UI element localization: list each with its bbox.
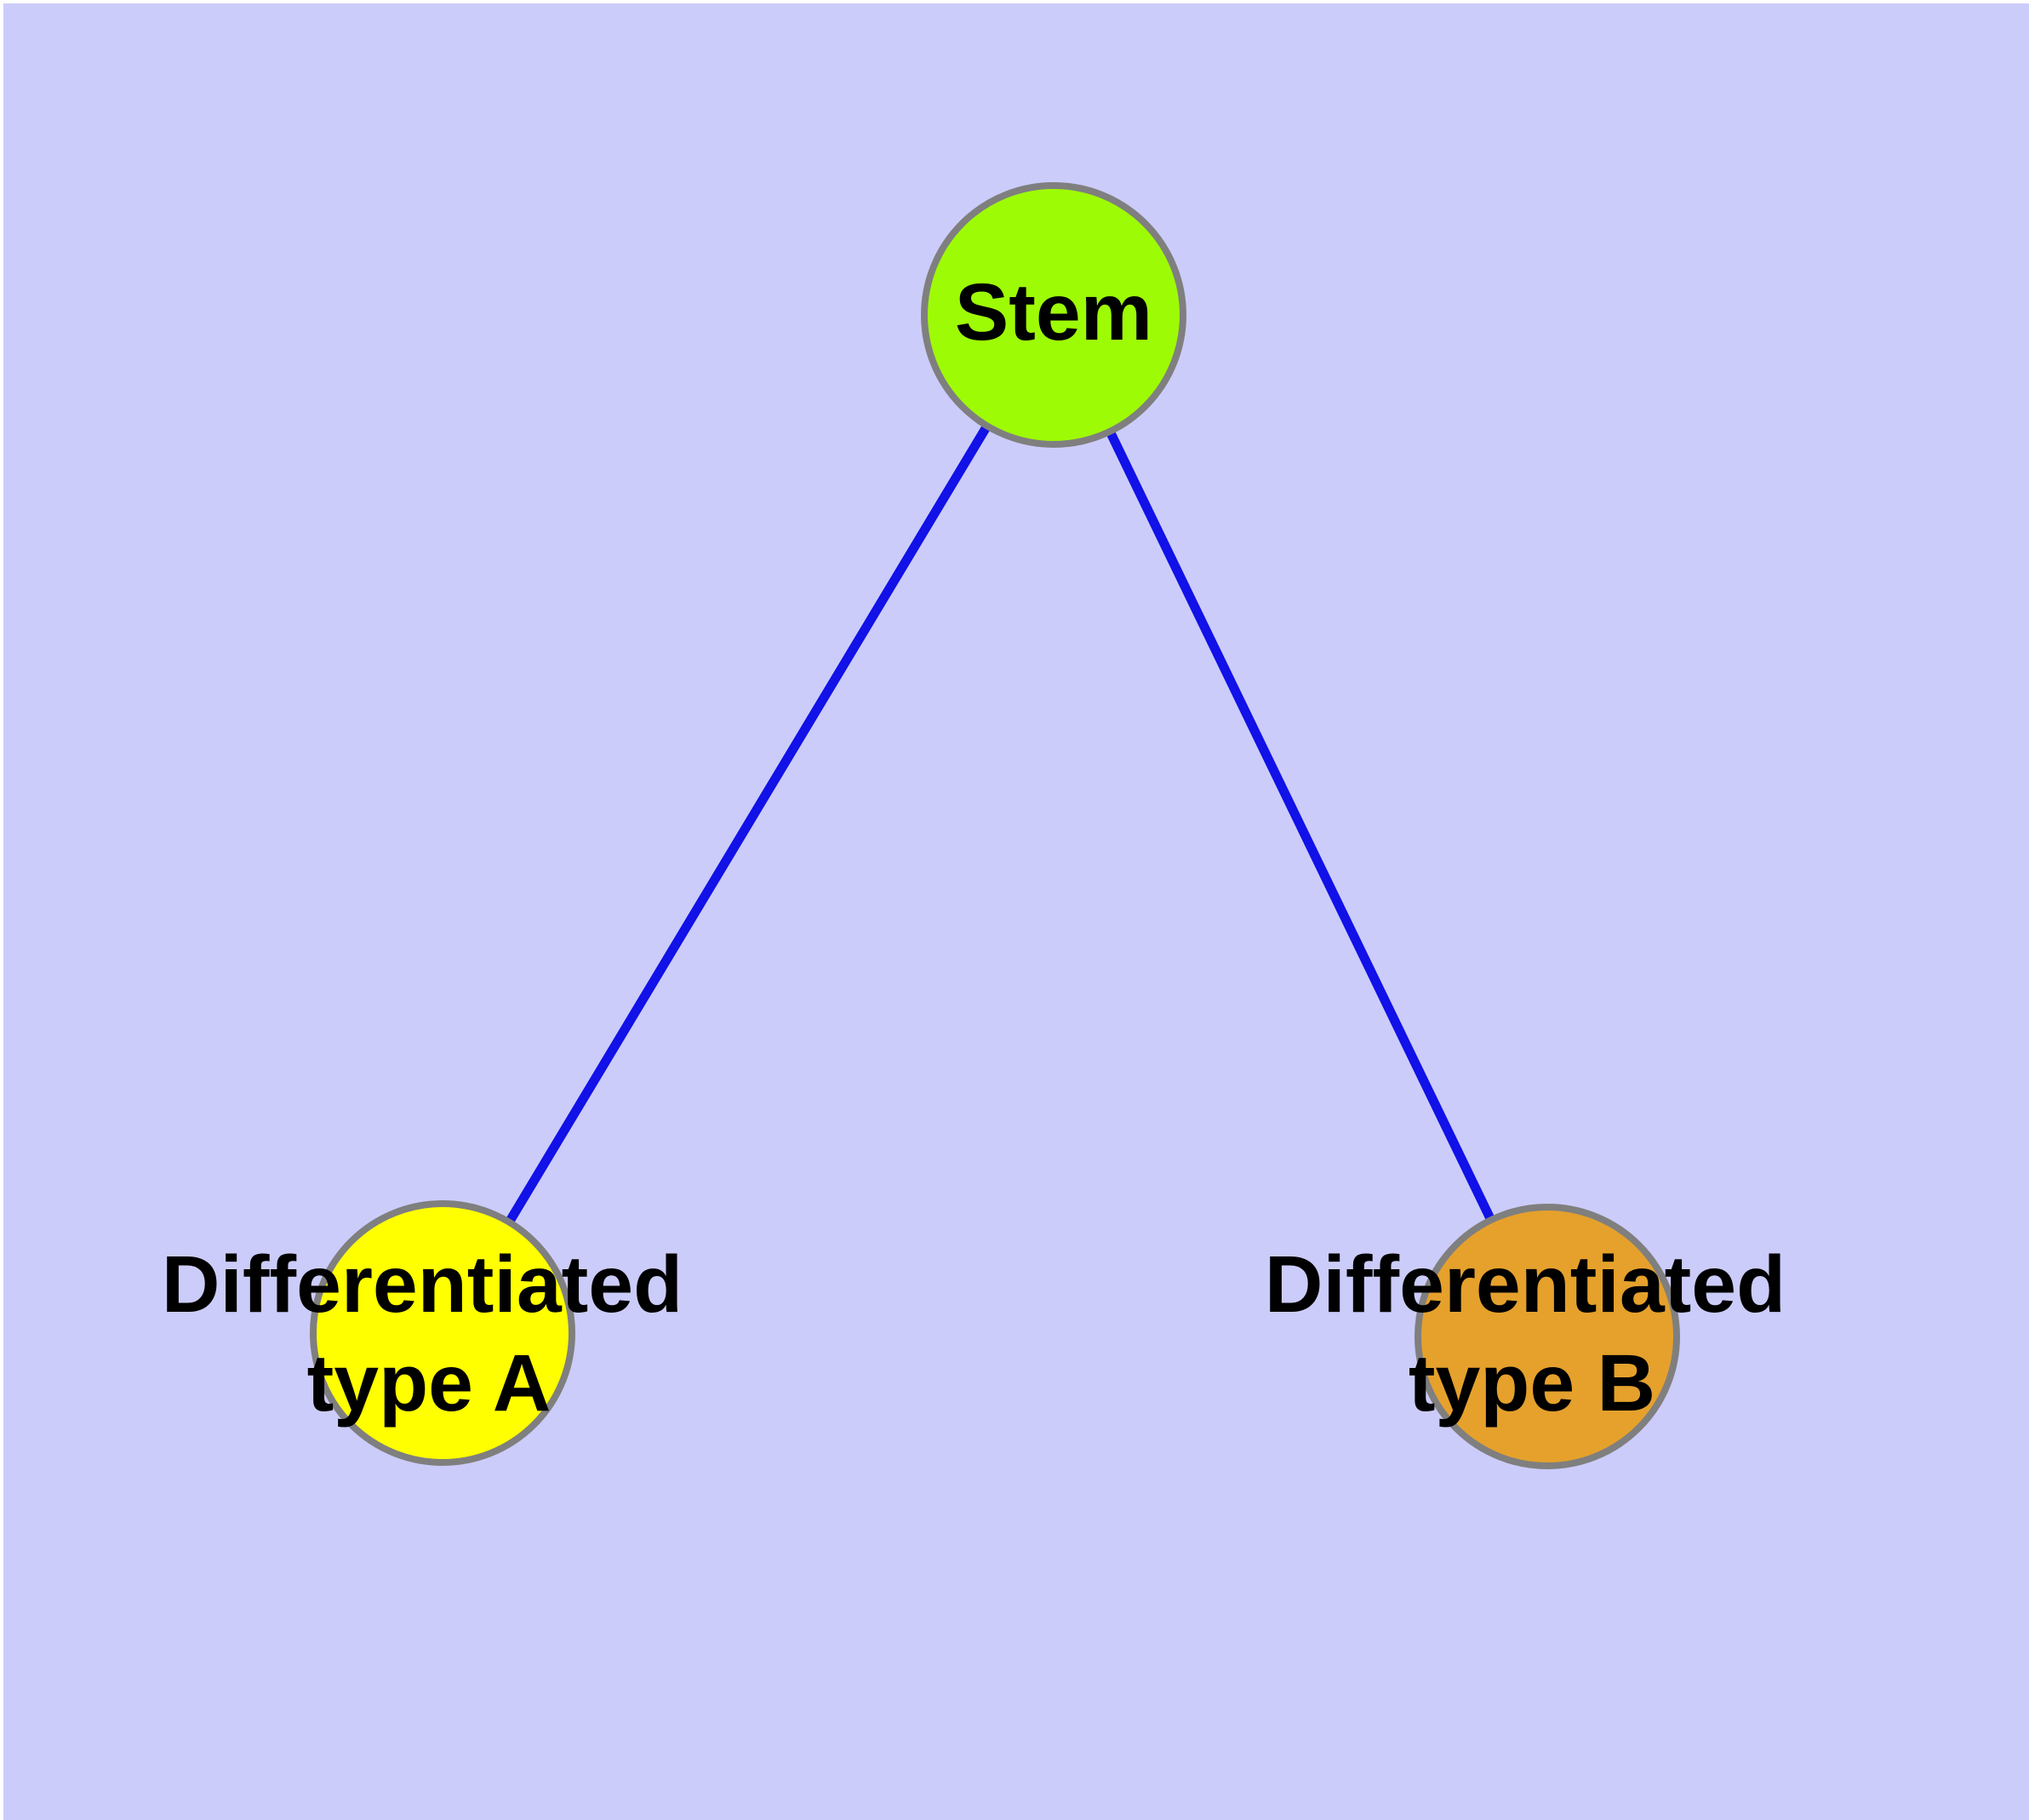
- node-label-differentiated-type-b-line2: type B: [1409, 1338, 1655, 1428]
- node-label-differentiated-type-a-line2: type A: [307, 1338, 552, 1428]
- node-circle-stem[interactable]: [921, 182, 1186, 448]
- nodes-layer: [310, 182, 1680, 1469]
- edge-stem-to-differentiated-type-a[interactable]: [438, 312, 1058, 1336]
- node-label-differentiated-type-a-line1: Differentiated: [162, 1239, 683, 1330]
- edge-stem-to-differentiated-type-b[interactable]: [1049, 312, 1552, 1339]
- node-labels-layer: Stem Differentiated type A Differentiate…: [162, 267, 1786, 1428]
- node-label-differentiated-type-b-line1: Differentiated: [1265, 1239, 1786, 1330]
- node-label-stem: Stem: [955, 267, 1152, 358]
- edges-layer: [438, 312, 1552, 1339]
- node-circle-differentiated-type-a[interactable]: [310, 1200, 575, 1466]
- node-circle-differentiated-type-b[interactable]: [1415, 1204, 1680, 1469]
